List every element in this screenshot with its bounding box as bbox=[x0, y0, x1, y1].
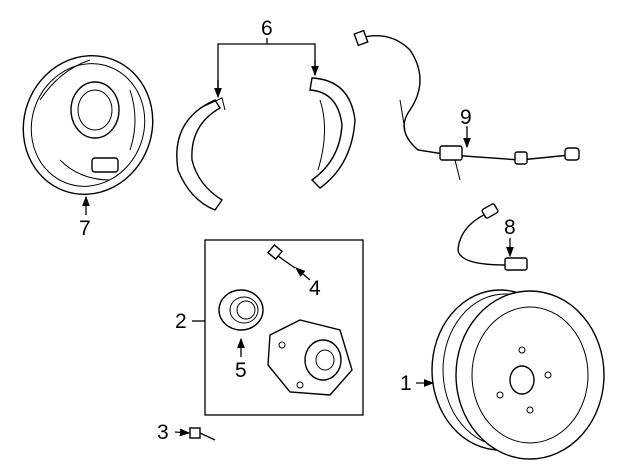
hub[interactable] bbox=[267, 319, 353, 396]
abs-sensor[interactable] bbox=[353, 29, 580, 181]
callout-9: 9 bbox=[460, 106, 472, 129]
wheel-stud[interactable] bbox=[266, 243, 296, 269]
callout-7: 7 bbox=[79, 217, 91, 240]
callout-6: 6 bbox=[261, 17, 273, 40]
brake-shoes[interactable] bbox=[176, 77, 356, 211]
bearing[interactable] bbox=[218, 289, 264, 331]
callout-4: 4 bbox=[309, 277, 321, 300]
callout-5: 5 bbox=[235, 359, 247, 382]
callout-2: 2 bbox=[175, 310, 187, 333]
callout-8: 8 bbox=[504, 216, 516, 239]
brake-drum[interactable] bbox=[431, 289, 605, 460]
callout-3: 3 bbox=[157, 421, 169, 444]
callout-1: 1 bbox=[400, 372, 412, 395]
hub-assembly-box bbox=[204, 239, 364, 416]
backing-plate[interactable] bbox=[4, 37, 172, 212]
callout-6-bracket bbox=[217, 43, 316, 96]
hub-bolt[interactable] bbox=[189, 427, 216, 441]
brake-hose[interactable] bbox=[457, 203, 528, 271]
